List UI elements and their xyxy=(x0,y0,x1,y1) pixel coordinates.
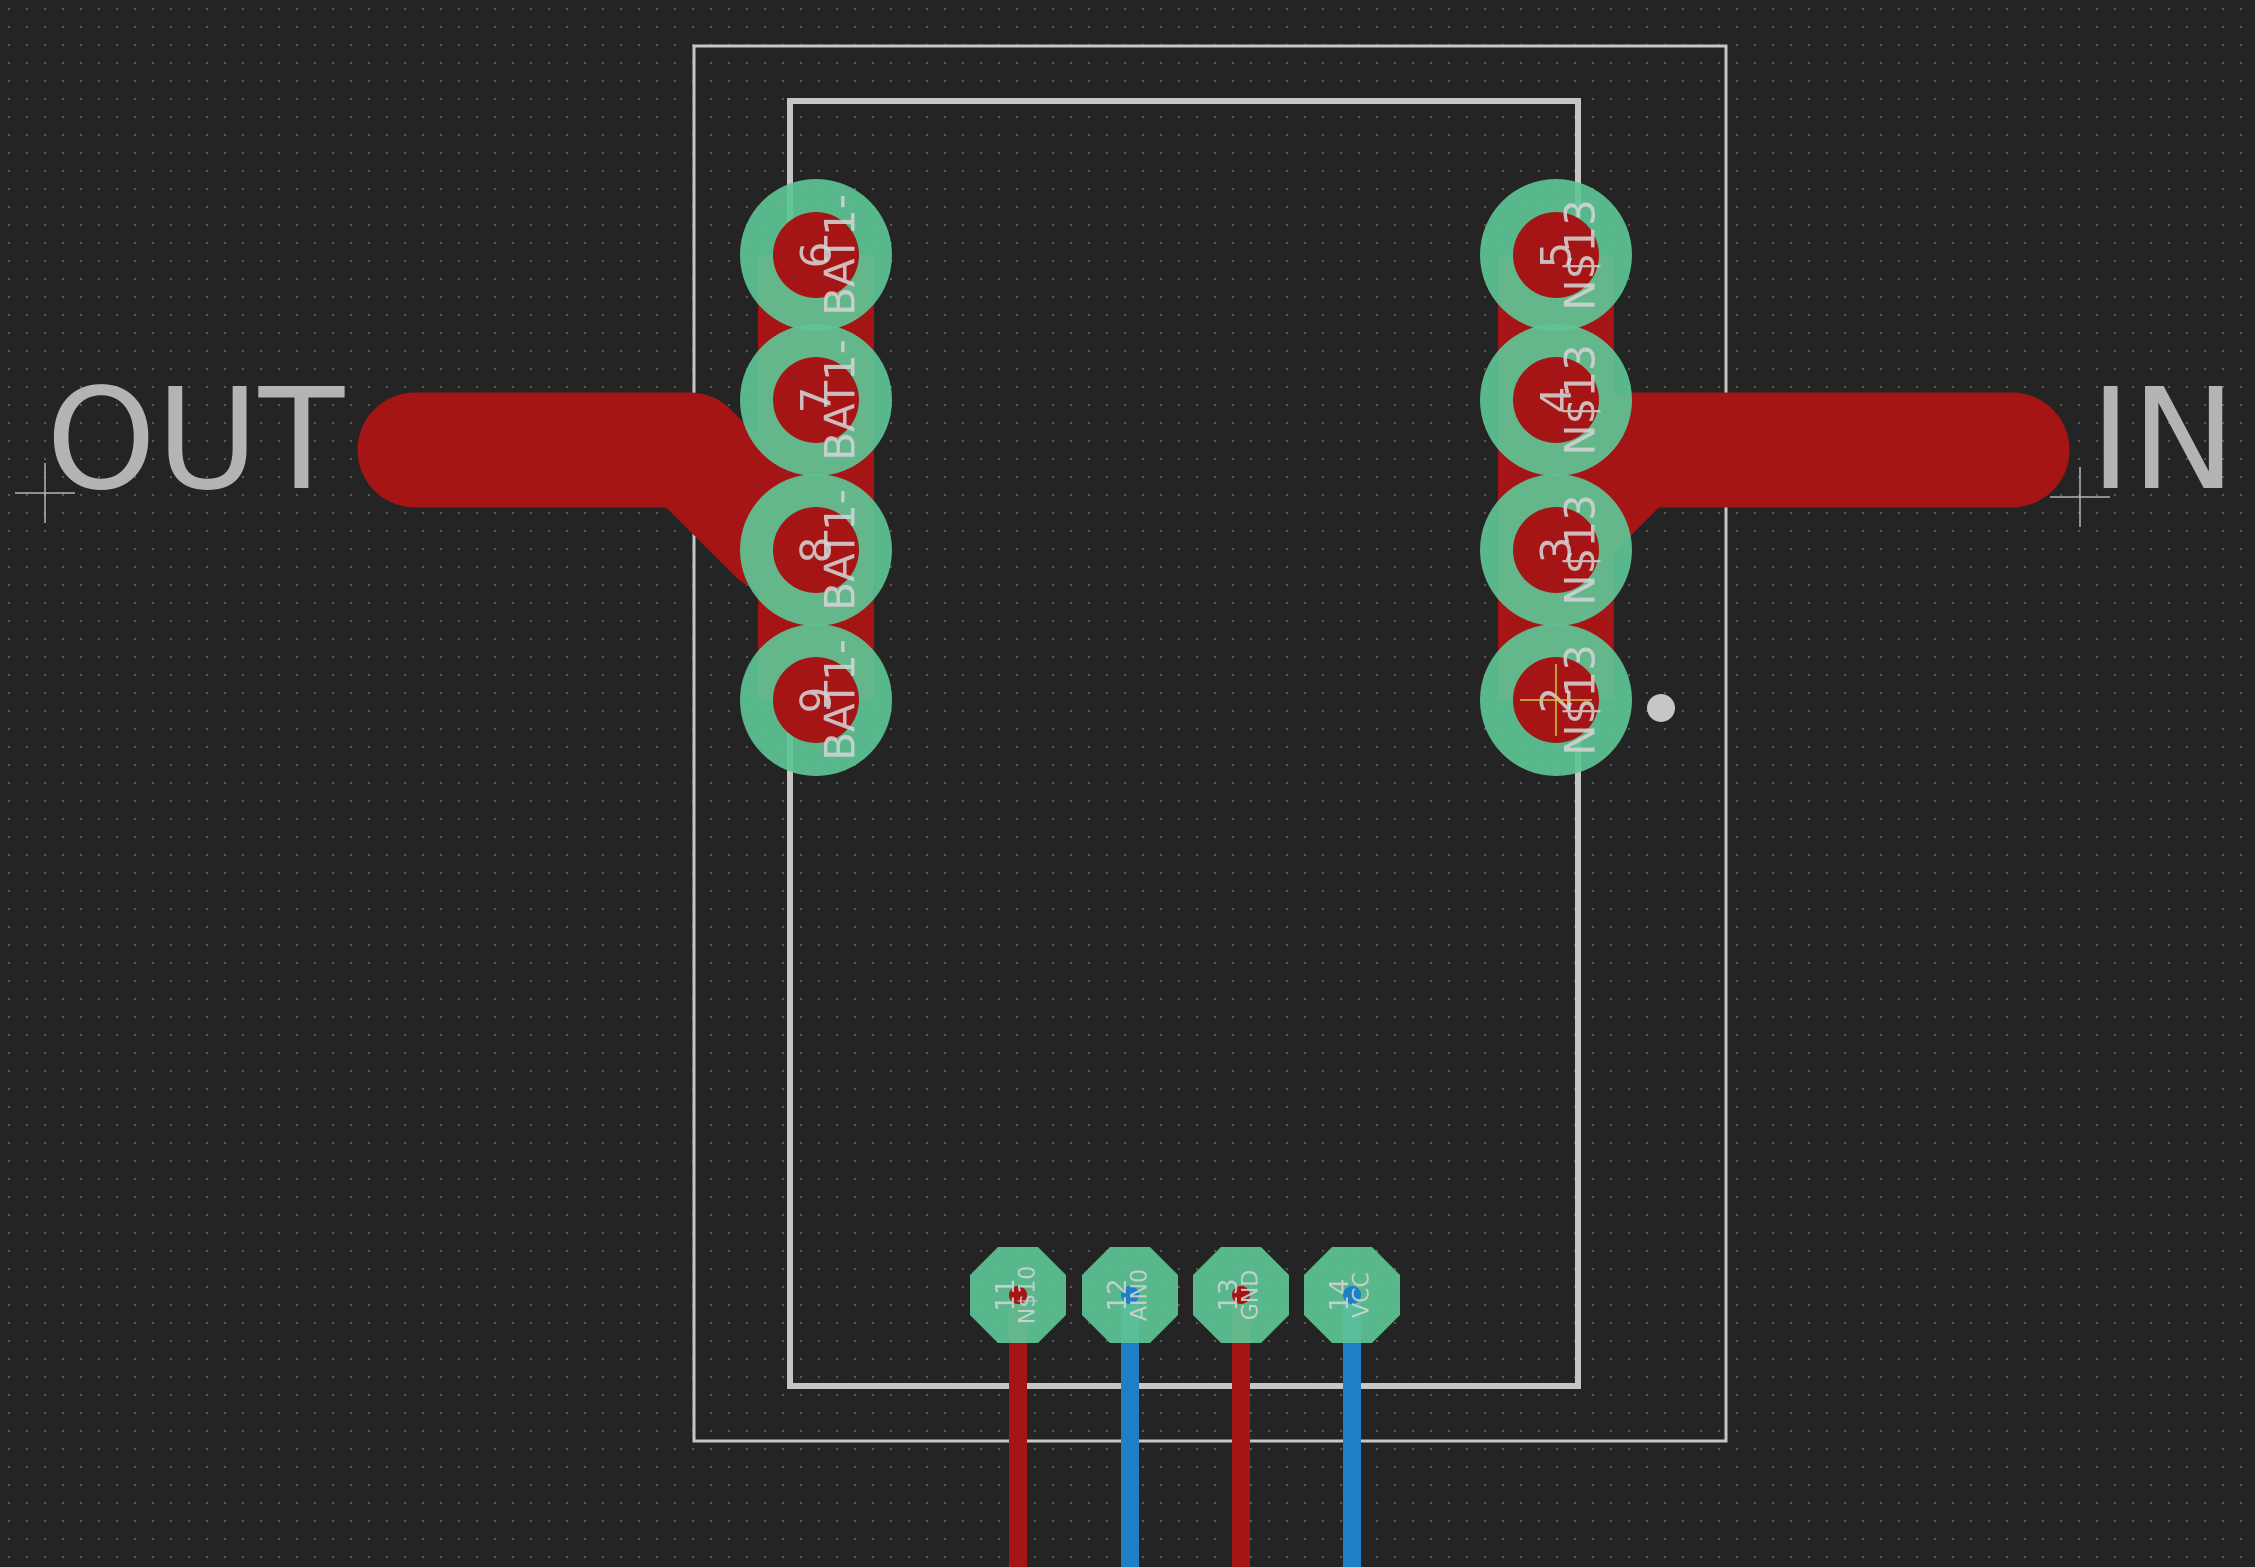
pad-8[interactable]: 8 BAT1- xyxy=(740,474,892,626)
pad-number: 9 xyxy=(792,687,841,714)
pad-net-label: N$13 xyxy=(1556,344,1605,456)
pad-net-label: N$10 xyxy=(1016,1266,1041,1324)
pad-13[interactable]: 13 GND xyxy=(1193,1247,1289,1343)
pad-number: 5 xyxy=(1532,242,1581,269)
out-trace[interactable] xyxy=(357,392,833,593)
crosshair-icon xyxy=(1520,664,1592,736)
pad-net-label: BAT1- xyxy=(816,639,865,761)
pad-net-label: BAT1- xyxy=(816,194,865,316)
pad-4[interactable]: 4 N$13 xyxy=(1480,324,1632,476)
pad-net-label: AIN0 xyxy=(1128,1269,1153,1321)
large-pads[interactable]: 6 BAT1- 7 BAT1- 8 BAT1- 9 BAT1- 5 N$13 4… xyxy=(740,179,1632,776)
pad-2[interactable]: 2 N$13 xyxy=(1480,624,1632,776)
pad-9[interactable]: 9 BAT1- xyxy=(740,624,892,776)
pad-number: 4 xyxy=(1532,387,1581,414)
pad-number: 13 xyxy=(1214,1278,1244,1311)
pad-number: 12 xyxy=(1103,1278,1133,1311)
crosshair-icon xyxy=(2050,467,2110,527)
in-label[interactable]: IN xyxy=(2090,359,2236,522)
pad-net-label: VCC xyxy=(1350,1272,1375,1318)
pad-net-label: GND xyxy=(1239,1270,1264,1320)
pad-11[interactable]: 11 N$10 xyxy=(970,1247,1066,1343)
in-trace[interactable] xyxy=(1522,392,2070,563)
pad-number: 3 xyxy=(1532,537,1581,564)
pad-14[interactable]: 14 VCC xyxy=(1304,1247,1400,1343)
pad-net-label: BAT1- xyxy=(816,339,865,461)
pad-number: 7 xyxy=(792,387,841,414)
small-pads[interactable]: 11 N$10 12 AIN0 13 GND 14 VCC xyxy=(970,1247,1400,1343)
pad-net-label: N$13 xyxy=(1556,494,1605,606)
outer-outline[interactable] xyxy=(692,44,1728,1443)
pad-number: 11 xyxy=(991,1278,1021,1311)
pad-number: 6 xyxy=(792,242,841,269)
crosshair-icon xyxy=(15,463,75,523)
pad-net-label: N$13 xyxy=(1556,199,1605,311)
pad-5[interactable]: 5 N$13 xyxy=(1480,179,1632,331)
pad-number: 8 xyxy=(792,537,841,564)
pad-7[interactable]: 7 BAT1- xyxy=(740,324,892,476)
pad-6[interactable]: 6 BAT1- xyxy=(740,179,892,331)
dot-icon xyxy=(1647,694,1675,722)
pad-12[interactable]: 12 AIN0 xyxy=(1082,1247,1178,1343)
out-label[interactable]: OUT xyxy=(46,359,345,522)
pad-net-label: BAT1- xyxy=(816,489,865,611)
pad-number: 14 xyxy=(1325,1278,1355,1311)
pad-3[interactable]: 3 N$13 xyxy=(1480,474,1632,626)
